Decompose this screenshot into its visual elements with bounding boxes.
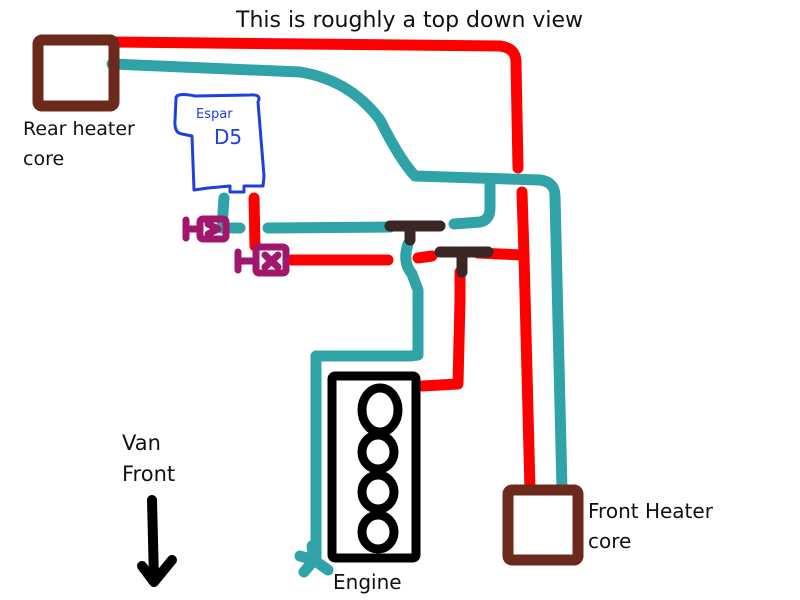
- heater-label-line2: D5: [214, 125, 242, 149]
- diagram-title: This is roughly a top down view: [236, 8, 584, 33]
- rear-heater-core-label: Rear heater core: [23, 118, 135, 170]
- engine-cylinder-1: [357, 383, 403, 437]
- engine-cylinder-4: [357, 510, 399, 554]
- shutoff-valve-hot[interactable]: [234, 243, 290, 277]
- heater-label-line1: Espar: [196, 107, 233, 122]
- return-line-heater-inlet: [216, 192, 230, 234]
- tee-fitting-upper: [384, 220, 446, 246]
- valve-x-icon: [261, 251, 282, 271]
- return-line-rear-core: [106, 58, 568, 496]
- engine-inlet-fitting: [294, 540, 334, 578]
- front-heater-core: [502, 484, 584, 566]
- return-line-tee-right: [448, 178, 496, 230]
- shutoff-valve-return[interactable]: [182, 215, 230, 243]
- engine-block: [327, 371, 421, 563]
- hot-line-main-down-to-front-core: [516, 186, 536, 496]
- engine-cylinder-3: [357, 470, 399, 514]
- hot-line-heater-outlet: [248, 192, 261, 252]
- tee-fitting-lower: [434, 246, 494, 278]
- engine-cylinder-2: [357, 430, 399, 474]
- hot-line-rear-core-to-front: [106, 36, 524, 174]
- return-line-tee-down-to-engine: [400, 238, 424, 362]
- hot-line-tee-to-engine: [416, 266, 466, 392]
- hot-line-valve-to-tee-right: [412, 250, 438, 264]
- espar-d5-heater: Espar D5: [173, 93, 266, 194]
- rear-heater-core: [32, 34, 120, 112]
- return-line-to-heater-tee: [262, 221, 396, 234]
- return-coolant-lines: [106, 58, 568, 578]
- hot-coolant-lines: [106, 36, 536, 496]
- van-front-label: Van Front: [122, 431, 176, 486]
- front-heater-core-label: Front Heater core: [588, 499, 713, 553]
- return-line-engine-bypass: [310, 350, 414, 566]
- engine-label: Engine: [333, 570, 402, 594]
- arrow-down-icon: [137, 495, 177, 587]
- valve-check-icon: [204, 220, 222, 238]
